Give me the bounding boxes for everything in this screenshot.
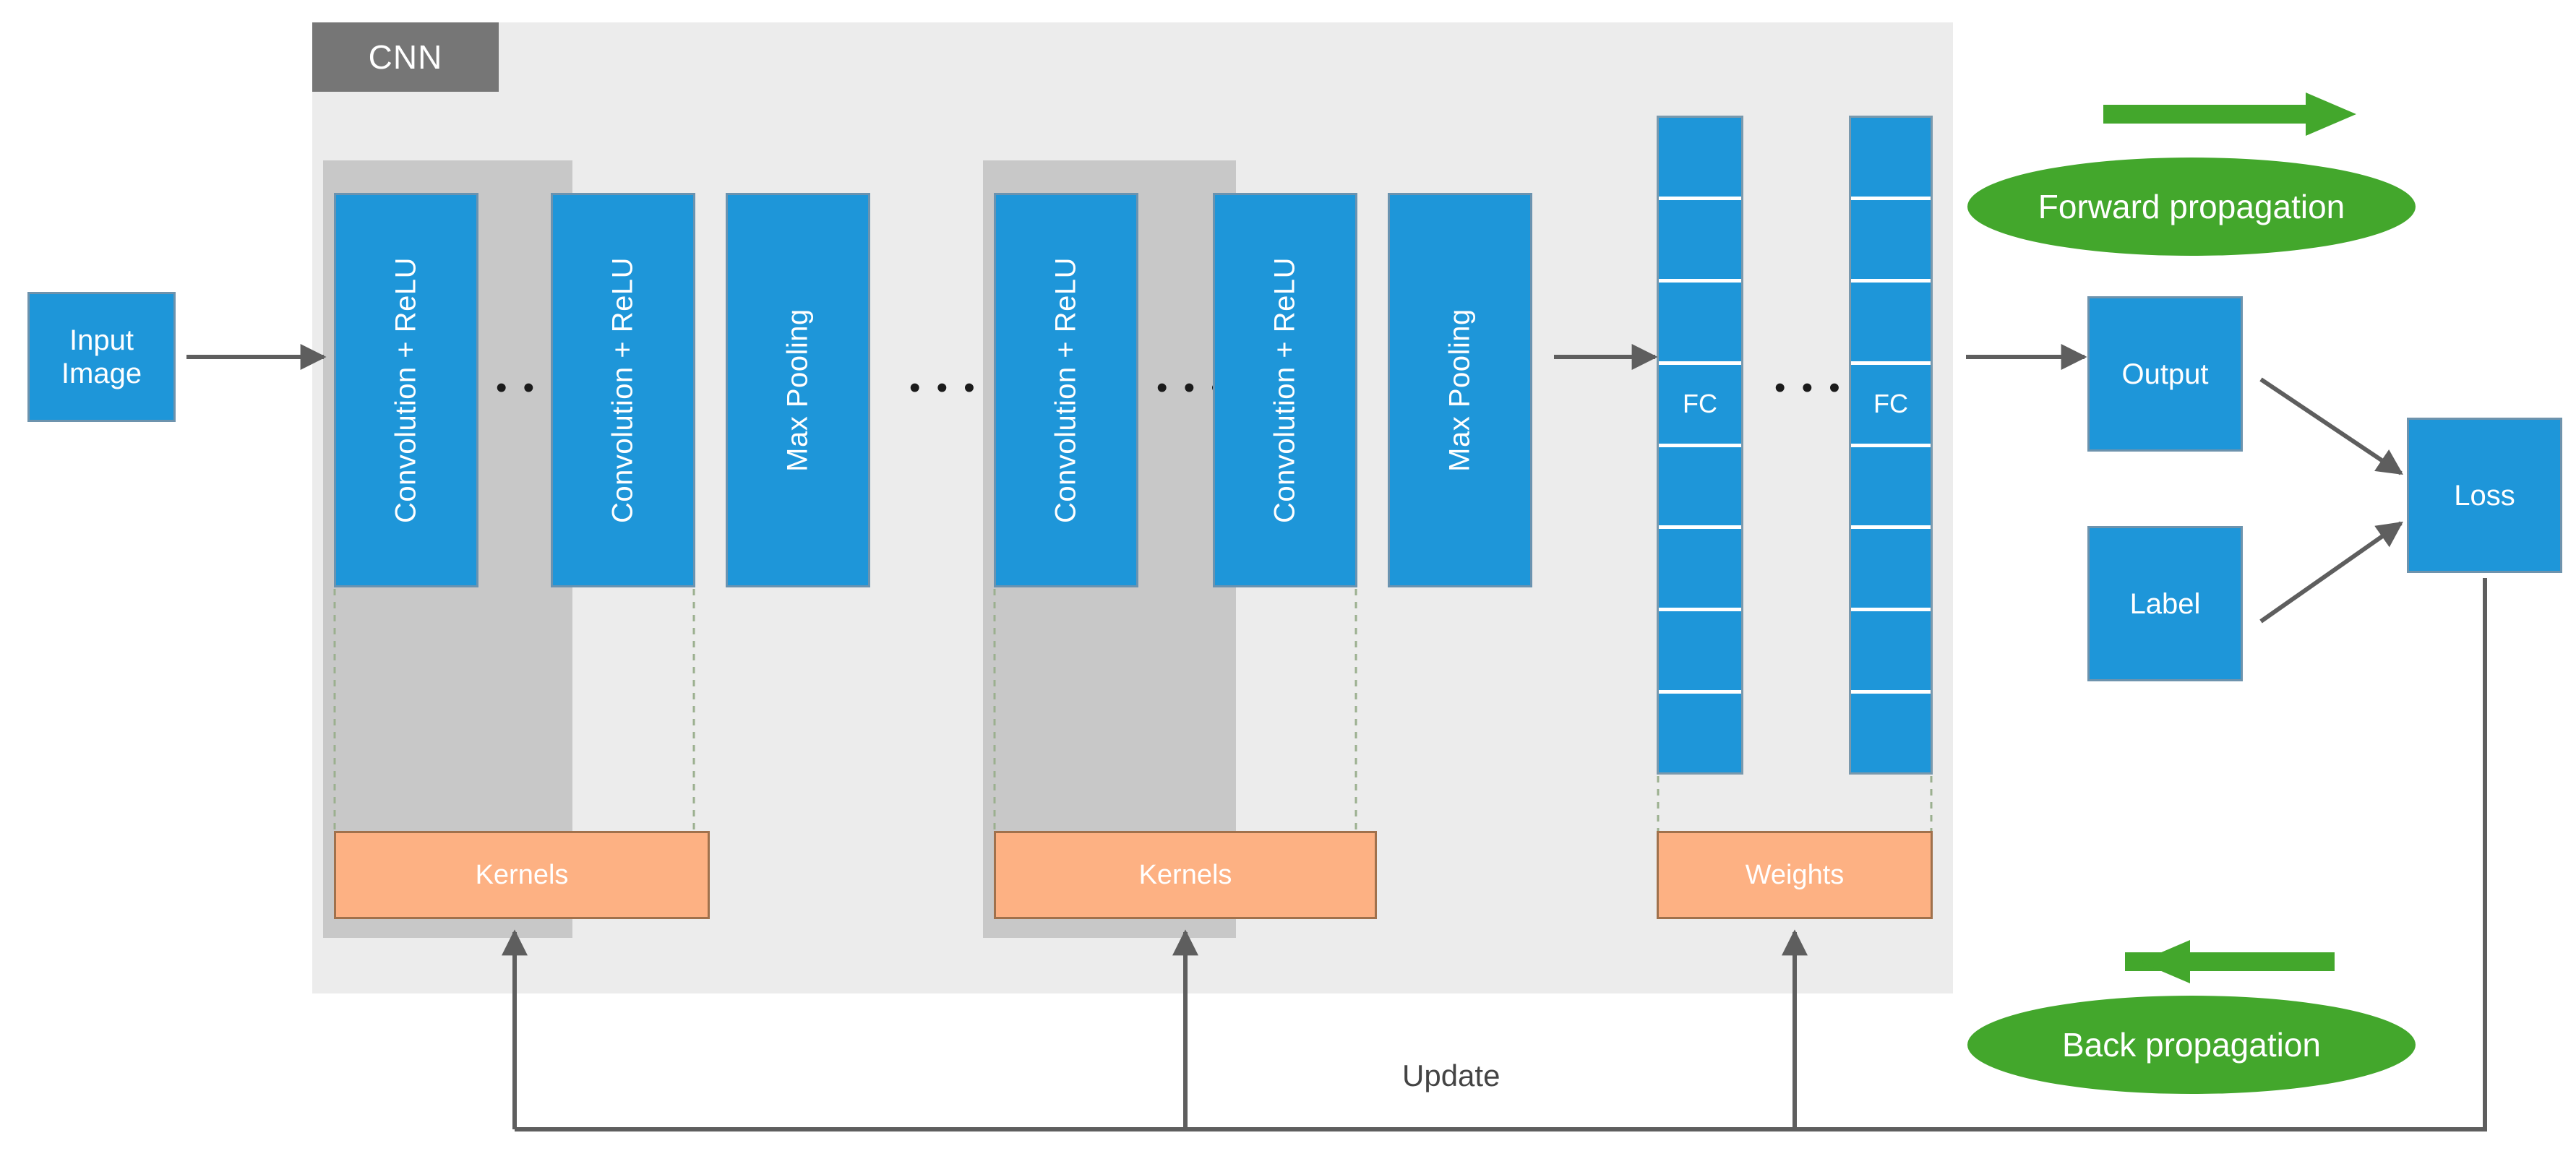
conv-layer-2-1: Convolution + ReLU <box>994 193 1138 587</box>
kernels-box-1: Kernels <box>334 831 710 919</box>
fc-column-2-segment <box>1851 529 1931 612</box>
fc-column-2: FC <box>1849 116 1933 775</box>
weights-box: Weights <box>1657 831 1933 919</box>
conv-layer-1-1-label: Convolution + ReLU <box>390 257 422 524</box>
fc-column-1-segment <box>1659 694 1741 772</box>
between-groups-ellipsis: • • • <box>909 370 979 405</box>
conv-layer-2-2: Convolution + ReLU <box>1213 193 1357 587</box>
conv-layer-1-2: Convolution + ReLU <box>551 193 695 587</box>
pool-layer-1-label: Max Pooling <box>781 309 814 472</box>
fc-column-1-segment: FC <box>1659 365 1741 447</box>
fc-column-1-segment <box>1659 447 1741 530</box>
conv-group-2-ellipsis: • • • <box>1156 370 1226 405</box>
cnn-tag: CNN <box>312 22 499 92</box>
conv-layer-2-2-label: Convolution + ReLU <box>1268 257 1301 524</box>
fc-column-2-label: FC <box>1873 389 1908 419</box>
fc-column-1: FC <box>1657 116 1743 775</box>
input-image-line1: Input <box>69 324 134 356</box>
conv-layer-2-1-label: Convolution + ReLU <box>1049 257 1082 524</box>
pool-layer-1: Max Pooling <box>726 193 870 587</box>
conv-group-1-ellipsis: • • • <box>496 370 565 405</box>
output-box: Output <box>2087 296 2243 452</box>
fc-column-2-segment <box>1851 447 1931 530</box>
fc-column-1-segment <box>1659 611 1741 694</box>
pool-layer-2-label: Max Pooling <box>1443 309 1476 472</box>
loss-box: Loss <box>2407 418 2562 573</box>
fc-column-1-label: FC <box>1683 389 1717 419</box>
fc-column-2-segment <box>1851 200 1931 283</box>
fc-column-2-segment <box>1851 694 1931 772</box>
pool-layer-2: Max Pooling <box>1388 193 1532 587</box>
fc-column-2-segment <box>1851 118 1931 200</box>
arrow-output-to-loss <box>2259 377 2403 475</box>
fc-column-2-segment <box>1851 611 1931 694</box>
back-arrow-icon <box>2125 940 2335 983</box>
fc-column-1-segment <box>1659 118 1741 200</box>
fc-column-1-segment <box>1659 200 1741 283</box>
forward-propagation-pill: Forward propagation <box>1967 158 2416 256</box>
fc-column-2-segment: FC <box>1851 365 1931 447</box>
arrow-label-to-loss <box>2259 521 2403 624</box>
fc-column-2-segment <box>1851 283 1931 365</box>
fc-ellipsis: • • • <box>1774 370 1844 405</box>
back-propagation-pill: Back propagation <box>1967 996 2416 1094</box>
fc-column-1-segment <box>1659 529 1741 612</box>
conv-layer-1-2-label: Convolution + ReLU <box>606 257 639 524</box>
forward-arrow-icon <box>2103 92 2356 136</box>
input-image-box: Input Image <box>27 292 176 422</box>
label-box: Label <box>2087 526 2243 681</box>
fc-column-1-segment <box>1659 283 1741 365</box>
input-image-line2: Image <box>61 358 142 389</box>
kernels-box-2: Kernels <box>994 831 1377 919</box>
conv-layer-1-1: Convolution + ReLU <box>334 193 478 587</box>
update-label: Update <box>1402 1059 1500 1092</box>
